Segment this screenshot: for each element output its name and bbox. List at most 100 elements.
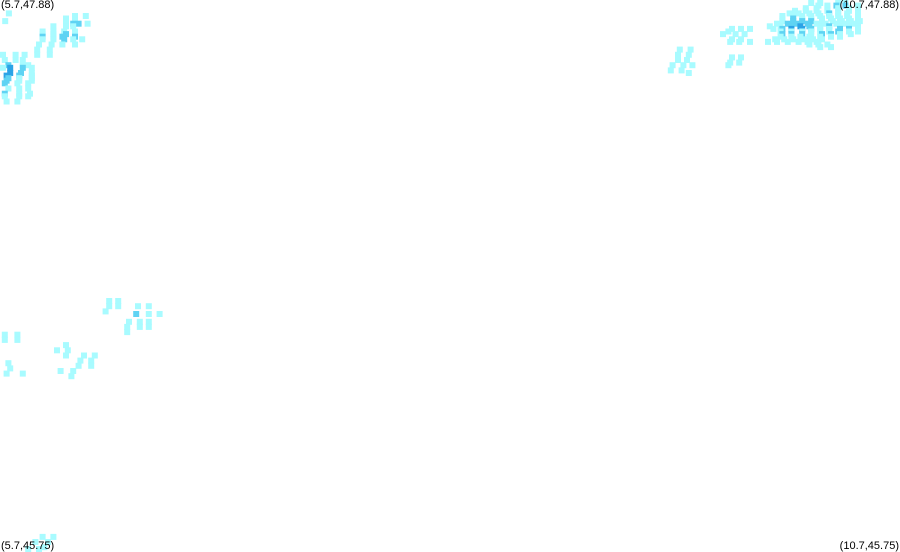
- map-cell: [14, 80, 21, 87]
- map-cell: [145, 323, 152, 330]
- map-cell: [1, 331, 8, 338]
- map-cell: [84, 20, 91, 27]
- map-cell: [3, 98, 10, 105]
- map-cell: [25, 85, 32, 92]
- map-cell: [57, 368, 64, 374]
- map-cell: [779, 18, 786, 25]
- map-cell: [19, 64, 26, 71]
- map-cell: [770, 25, 777, 32]
- map-cell: [790, 18, 797, 25]
- map-cell: [819, 36, 825, 43]
- map-cell: [46, 51, 53, 58]
- map-cell: [808, 0, 815, 6]
- map-cell: [736, 59, 743, 66]
- map-cell: [36, 41, 42, 48]
- map-cell: [106, 303, 113, 310]
- map-cell: [678, 67, 685, 74]
- corner-label-bottom-right: (10.7,45.75): [839, 540, 899, 552]
- map-cell: [136, 323, 143, 330]
- map-cell: [669, 62, 676, 69]
- map-cell: [747, 38, 753, 45]
- map-cell: [34, 51, 41, 58]
- map-cell: [732, 31, 739, 38]
- map-cell: [766, 23, 773, 30]
- map-cell: [792, 7, 798, 14]
- map-cell: [765, 38, 771, 45]
- map-cell: [77, 357, 84, 364]
- map-cell: [28, 77, 35, 84]
- map-cell: [1, 80, 8, 87]
- map-cell: [5, 360, 12, 367]
- map-cell: [689, 62, 696, 69]
- map-cell: [64, 347, 71, 354]
- map-cell: [25, 62, 32, 69]
- map-cell: [3, 370, 10, 377]
- map-cell: [14, 331, 21, 338]
- map-cell: [68, 373, 75, 380]
- map-cell: [135, 303, 141, 310]
- map-cell: [145, 318, 152, 325]
- map-cell: [124, 323, 131, 330]
- map-cell: [124, 329, 131, 336]
- map-cell: [25, 93, 32, 100]
- map-cell: [725, 28, 732, 35]
- map-cell: [675, 57, 681, 63]
- map-cell: [32, 539, 39, 545]
- map-cell: [91, 352, 98, 359]
- map-cell: [48, 41, 55, 48]
- map-cell: [81, 352, 87, 359]
- map-cell: [795, 10, 802, 17]
- map-cell: [786, 10, 793, 17]
- map-cell: [46, 46, 53, 53]
- map-cell: [5, 10, 12, 17]
- map-cell: [808, 18, 815, 25]
- corner-label-top-right: (10.7,47.88): [839, 0, 899, 11]
- map-cell: [7, 365, 14, 372]
- map-cell: [126, 318, 132, 325]
- map-cell: [729, 54, 735, 61]
- map-cell: [106, 298, 113, 304]
- map-cell: [79, 36, 86, 43]
- map-cell: [810, 36, 816, 43]
- map-cell: [45, 539, 51, 545]
- map-cell: [687, 46, 694, 53]
- map-cell: [63, 342, 69, 349]
- map-cell: [5, 85, 12, 92]
- map-cell: [39, 36, 46, 43]
- map-cell: [19, 370, 26, 377]
- map-cell: [720, 31, 726, 38]
- map-cell: [851, 20, 858, 27]
- map-cell: [847, 31, 854, 38]
- map-cell: [774, 20, 780, 27]
- map-cell: [1, 57, 8, 63]
- map-cell: [736, 38, 743, 45]
- map-cell: [59, 41, 66, 48]
- map-cell: [819, 18, 825, 25]
- map-cell: [63, 23, 69, 30]
- map-cell: [63, 352, 69, 359]
- map-cell: [50, 23, 57, 30]
- map-cell: [12, 51, 19, 58]
- map-cell: [676, 46, 683, 53]
- map-cell: [28, 64, 35, 71]
- map-cell: [70, 36, 77, 43]
- map-cell: [70, 368, 77, 374]
- map-cell: [41, 544, 48, 551]
- map-cell: [50, 533, 57, 540]
- map-cell: [829, 18, 836, 25]
- map-cell: [847, 18, 854, 25]
- map-cell: [39, 533, 46, 540]
- map-cell: [82, 13, 89, 19]
- map-cell: [793, 20, 800, 27]
- map-cell: [102, 308, 109, 315]
- map-cell: [72, 41, 78, 48]
- map-cell: [16, 93, 23, 100]
- map-cell: [855, 28, 861, 35]
- map-cell: [828, 33, 834, 40]
- map-cell: [61, 36, 68, 43]
- map-cell: [70, 23, 77, 30]
- map-cell: [88, 357, 95, 364]
- map-cell: [817, 44, 824, 51]
- map-cell: [75, 362, 82, 369]
